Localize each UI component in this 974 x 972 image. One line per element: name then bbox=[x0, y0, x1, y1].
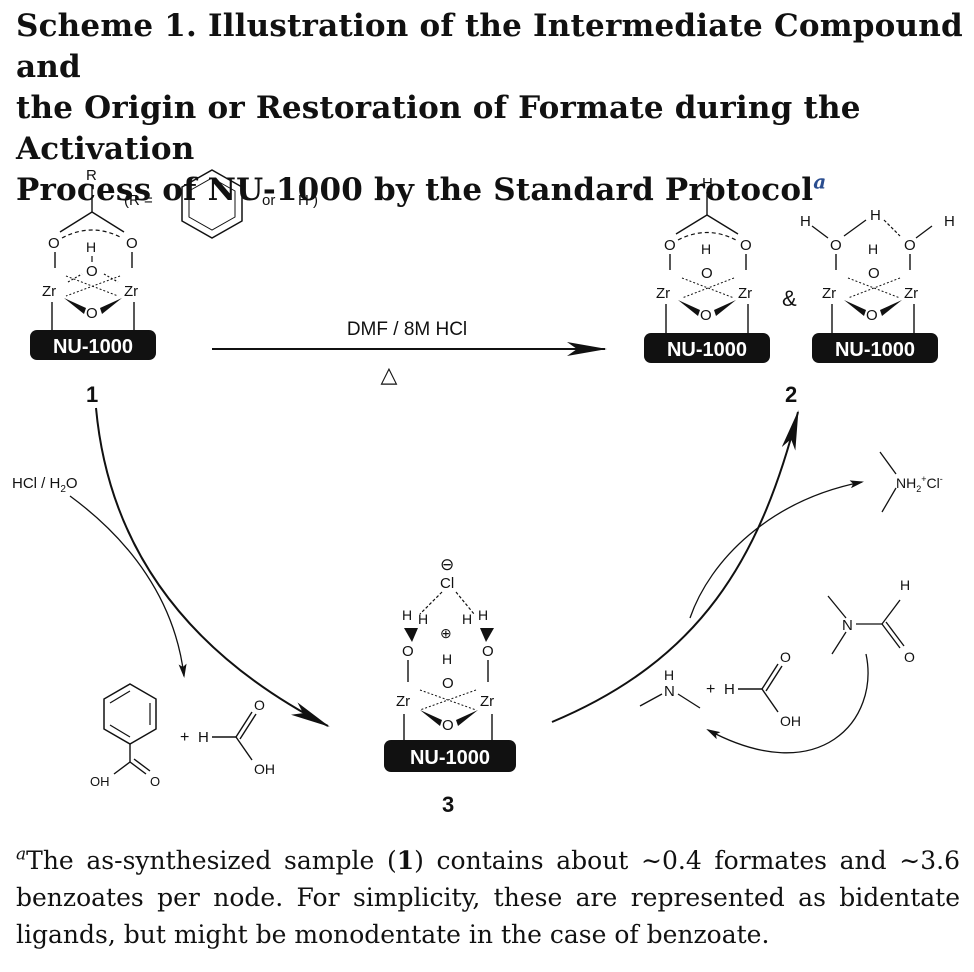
formic-acid-right: H O OH bbox=[724, 649, 801, 729]
nu-1000-badge: NU-1000 bbox=[667, 339, 747, 361]
compound-1-structure: R O O H O Zr Zr O NU-1000 1 bbox=[30, 167, 156, 407]
h-label: H bbox=[944, 213, 955, 230]
h-label: H bbox=[800, 213, 811, 230]
nu-1000-badge: NU-1000 bbox=[835, 339, 915, 361]
h-label: H bbox=[870, 207, 881, 224]
compound-1-label: 1 bbox=[86, 382, 98, 407]
compound-3-structure: ⊖ Cl H H H H ⊕ O O H O Zr Zr O NU-1000 3 bbox=[384, 555, 516, 817]
footnote-mark: a bbox=[813, 169, 827, 194]
h-label: H bbox=[462, 611, 472, 627]
o-label: O bbox=[664, 237, 676, 254]
formic-acid-left: H O OH bbox=[198, 697, 275, 777]
o-label: O bbox=[254, 697, 265, 713]
nu-1000-badge: NU-1000 bbox=[410, 747, 490, 769]
dimethylamine-structure: H N bbox=[639, 667, 701, 709]
scheme-footnote: aThe as-synthesized sample (1) contains … bbox=[16, 844, 961, 949]
cl-label: Cl bbox=[440, 575, 454, 592]
zr-label: Zr bbox=[42, 283, 56, 300]
o-label: O bbox=[86, 263, 98, 280]
nu-1000-badge: NU-1000 bbox=[53, 336, 133, 358]
oh-label: OH bbox=[90, 774, 110, 789]
o-label: O bbox=[904, 649, 915, 665]
oh-label: OH bbox=[254, 761, 275, 777]
zr-label: Zr bbox=[822, 285, 836, 302]
h-label: H bbox=[402, 607, 412, 623]
compound-3-label: 3 bbox=[442, 792, 454, 817]
o-label: O bbox=[830, 237, 842, 254]
plus-sign: + bbox=[706, 681, 715, 698]
o-label: O bbox=[740, 237, 752, 254]
h-label: H bbox=[900, 577, 910, 593]
plus-charge: ⊕ bbox=[440, 625, 452, 641]
title-line-2: the Origin or Restoration of Formate dur… bbox=[16, 90, 861, 167]
h-label: H bbox=[418, 611, 428, 627]
title-line-1: Scheme 1. Illustration of the Intermedia… bbox=[16, 8, 963, 85]
svg-text:NH2+Cl-: NH2+Cl- bbox=[896, 474, 943, 494]
right-pathway bbox=[551, 410, 869, 754]
o-label: O bbox=[904, 237, 916, 254]
zr-label: Zr bbox=[396, 693, 410, 710]
h-label: H bbox=[664, 667, 674, 683]
footnote-compound-ref: 1 bbox=[396, 846, 415, 875]
r-group-note: (R = or H ) bbox=[124, 169, 318, 239]
n-label: N bbox=[842, 617, 853, 634]
o-label: O bbox=[482, 643, 494, 660]
o-label: O bbox=[126, 235, 138, 252]
o-label: O bbox=[402, 643, 414, 660]
h-label: H bbox=[701, 241, 711, 257]
svg-text:(R =: (R = bbox=[124, 192, 153, 209]
benzoic-acid-structure: OH O bbox=[90, 683, 160, 789]
n-label: N bbox=[664, 683, 675, 700]
plus-sign: + bbox=[180, 729, 189, 746]
compound-2-label: 2 bbox=[785, 382, 797, 407]
o-label: O bbox=[701, 265, 713, 282]
h-label: H bbox=[868, 241, 878, 257]
h-label: H bbox=[702, 175, 713, 192]
ampersand: & bbox=[782, 286, 797, 311]
o-label: O bbox=[442, 717, 454, 734]
top-reaction-arrow: DMF / 8M HCl △ bbox=[212, 319, 607, 387]
h-label: H bbox=[478, 607, 488, 623]
dimethylammonium-chloride: NH2+Cl- bbox=[879, 451, 943, 513]
footnote-mark: a bbox=[16, 844, 27, 865]
o-label: O bbox=[780, 649, 791, 665]
compound-2-aqua-structure: H H H O O H O Zr Zr O NU-1000 bbox=[800, 207, 955, 363]
heat-symbol: △ bbox=[381, 362, 398, 387]
o-label: O bbox=[48, 235, 60, 252]
h-label: H bbox=[198, 729, 209, 746]
r-group-label: R bbox=[86, 167, 97, 184]
left-pathway: HCl / H2O bbox=[12, 407, 330, 727]
left-reagent: HCl / H2O bbox=[12, 475, 78, 495]
title-line-3: Process of NU-1000 by the Standard Proto… bbox=[16, 169, 827, 208]
minus-charge: ⊖ bbox=[440, 555, 454, 574]
zr-label: Zr bbox=[738, 285, 752, 302]
zr-label: Zr bbox=[480, 693, 494, 710]
compound-2-formate-structure: H O O H O Zr Zr O NU-1000 bbox=[644, 175, 770, 363]
o-label: O bbox=[150, 774, 160, 789]
o-label: O bbox=[868, 265, 880, 282]
zr-label: Zr bbox=[124, 283, 138, 300]
o-label: O bbox=[700, 307, 712, 324]
oh-label: OH bbox=[780, 713, 801, 729]
h-label: H bbox=[442, 651, 452, 667]
dmf-structure: N H O bbox=[827, 577, 915, 665]
svg-text:H ): H ) bbox=[298, 192, 318, 209]
h-label: H bbox=[724, 681, 735, 698]
h-label: H bbox=[86, 239, 96, 255]
o-label: O bbox=[86, 305, 98, 322]
zr-label: Zr bbox=[904, 285, 918, 302]
svg-text:or: or bbox=[262, 192, 275, 209]
zr-label: Zr bbox=[656, 285, 670, 302]
scheme-title: Scheme 1. Illustration of the Intermedia… bbox=[16, 6, 966, 211]
o-label: O bbox=[442, 675, 454, 692]
top-arrow-reagent: DMF / 8M HCl bbox=[347, 319, 467, 340]
o-label: O bbox=[866, 307, 878, 324]
